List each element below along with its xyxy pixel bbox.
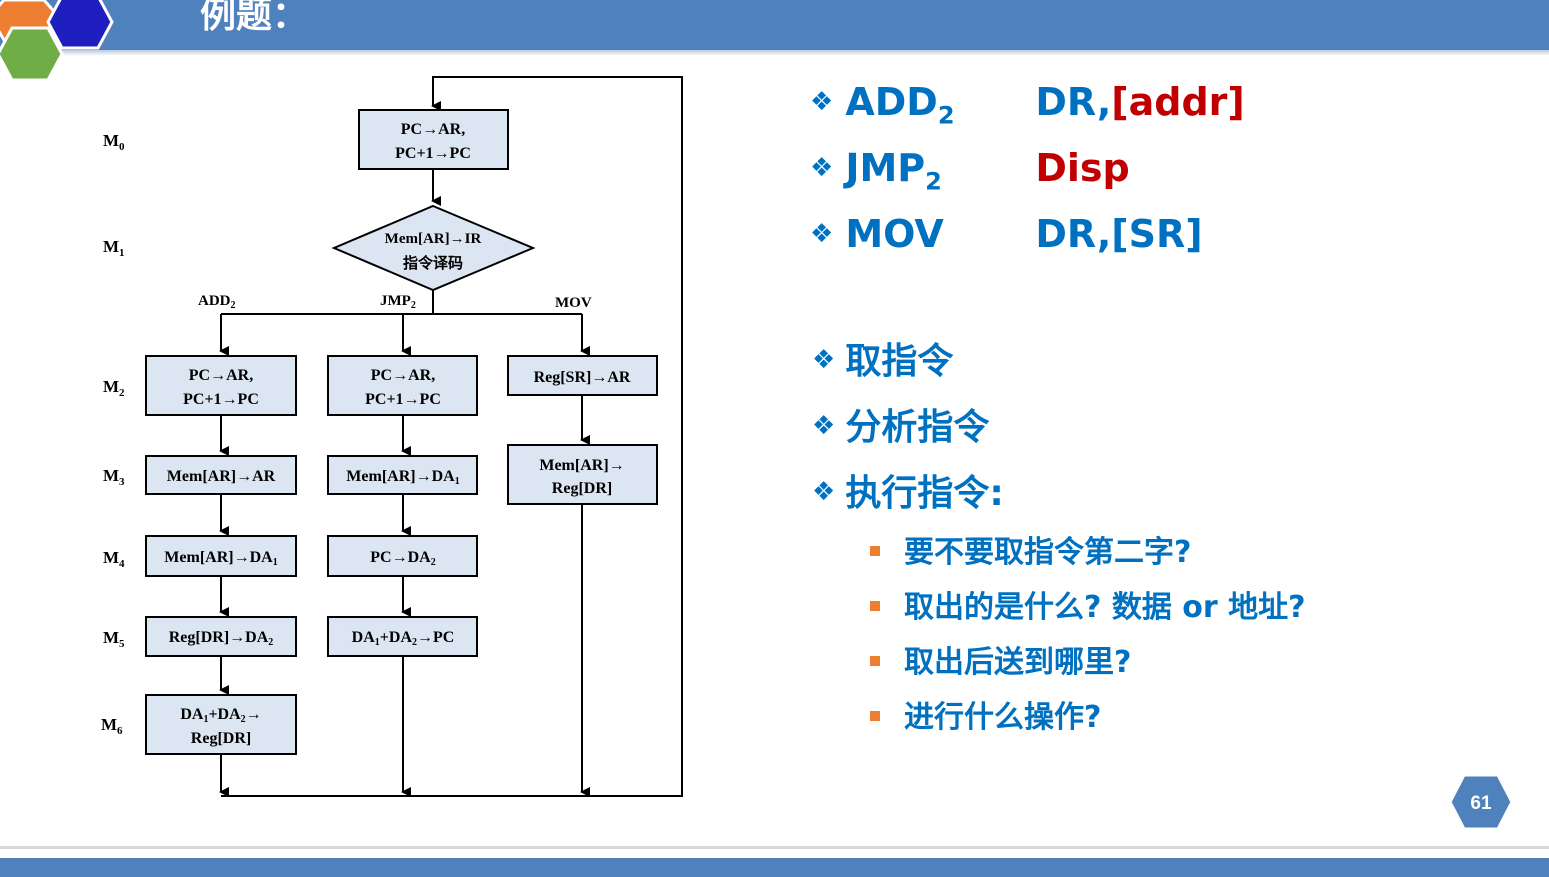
diamond-bullet-icon: ❖ xyxy=(812,411,836,441)
add-step-5 xyxy=(145,694,297,755)
state-label-m0: M0 xyxy=(103,131,125,153)
decode-line1: Mem[AR]→IR xyxy=(385,231,482,247)
jmp-step-3-text: PC→DA2 xyxy=(370,549,435,568)
add-step-1-line1: PC→AR, xyxy=(189,367,253,384)
diamond-bullet-icon: ❖ xyxy=(810,219,834,249)
add-operand1: DR, xyxy=(1035,80,1112,124)
question-3: 取出后送到哪里? xyxy=(870,637,1131,681)
footer-bar xyxy=(0,858,1549,877)
diamond-bullet-icon: ❖ xyxy=(810,153,834,183)
state-label-m5: M5 xyxy=(103,628,125,650)
mov-mnemonic: MOV xyxy=(845,212,944,256)
page-number: 61 xyxy=(1470,793,1492,814)
page-title: 例题： xyxy=(200,0,309,36)
decode-line2: 指令译码 xyxy=(403,254,463,272)
page-number-badge: 61 xyxy=(1448,773,1514,831)
jmp-operand: Disp xyxy=(1035,146,1130,190)
square-bullet-icon xyxy=(870,546,880,556)
branch-label-add: ADD2 xyxy=(198,293,236,311)
add-step-4-text: Reg[DR]→DA2 xyxy=(169,629,274,648)
add-step-3 xyxy=(145,535,297,577)
instruction-add: ❖ ADD2 DR,[addr] xyxy=(810,80,1245,130)
square-bullet-icon xyxy=(870,711,880,721)
branch-label-mov: MOV xyxy=(555,295,592,311)
add-step-1-line2: PC+1→PC xyxy=(183,391,259,408)
jmp-step-1-line1: PC→AR, xyxy=(371,367,435,384)
instruction-mov: ❖ MOV DR,[SR] xyxy=(810,212,1203,256)
header-shadow xyxy=(0,50,1549,56)
phase-fetch: ❖取指令 xyxy=(812,341,954,382)
microprogram-flowchart: M0 M1 M2 M3 M4 M5 M6 PC→AR, PC+1→PC Mem[… xyxy=(101,76,683,797)
instruction-jmp: ❖ JMP2 Disp xyxy=(810,146,1130,196)
question-2: 取出的是什么? 数据 or 地址? xyxy=(870,582,1306,626)
diamond-bullet-icon: ❖ xyxy=(812,345,836,375)
state-label-m2: M2 xyxy=(103,377,125,399)
hexagon-logo-icon xyxy=(0,0,114,82)
add-mnemonic: ADD xyxy=(845,80,938,124)
branch-label-jmp: JMP2 xyxy=(380,293,416,311)
state-label-m1: M1 xyxy=(103,237,125,259)
add-step-2-text: Mem[AR]→AR xyxy=(167,468,276,485)
mov-step-2 xyxy=(507,444,658,505)
mov-operand1: DR, xyxy=(1035,212,1112,256)
add-step-5-line1: DA1+DA2→ xyxy=(180,706,261,725)
phase-execute: ❖执行指令: xyxy=(812,473,1004,514)
mov-step-1-text: Reg[SR]→AR xyxy=(534,369,631,386)
jmp-step-4-text: DA1+DA2→PC xyxy=(352,629,455,648)
add-step-4 xyxy=(145,616,297,657)
add-step-2 xyxy=(145,455,297,495)
state-label-m3: M3 xyxy=(103,466,125,488)
diamond-bullet-icon: ❖ xyxy=(810,87,834,117)
question-1: 要不要取指令第二字? xyxy=(870,527,1191,571)
state-label-m6: M6 xyxy=(101,715,123,737)
diamond-bullet-icon: ❖ xyxy=(812,477,836,507)
question-4: 进行什么操作? xyxy=(870,692,1101,736)
square-bullet-icon xyxy=(870,601,880,611)
phase-decode: ❖分析指令 xyxy=(812,407,990,448)
decode-diamond xyxy=(331,204,536,292)
state-label-m4: M4 xyxy=(103,548,125,570)
fetch-box-line2: PC+1→PC xyxy=(395,145,471,162)
jmp-step-1-line2: PC+1→PC xyxy=(365,391,441,408)
square-bullet-icon xyxy=(870,656,880,666)
fetch-box-line1: PC→AR, xyxy=(401,121,465,138)
footer-divider xyxy=(0,846,1549,849)
jmp-mnemonic: JMP xyxy=(845,146,926,190)
add-subscript: 2 xyxy=(937,101,955,130)
header-bar xyxy=(0,0,1549,50)
add-operand2: [addr] xyxy=(1111,80,1245,124)
fetch-box xyxy=(358,109,509,170)
mov-step-1 xyxy=(507,355,658,396)
mov-step-2-line1: Mem[AR]→ xyxy=(539,457,624,474)
add-step-3-text: Mem[AR]→DA1 xyxy=(164,549,277,568)
mov-operand2: [SR] xyxy=(1111,212,1203,256)
jmp-step-2-text: Mem[AR]→DA1 xyxy=(346,468,459,487)
add-step-5-line2: Reg[DR] xyxy=(191,730,251,747)
jmp-step-1 xyxy=(327,355,478,416)
loop-back-line xyxy=(221,76,683,797)
jmp-subscript: 2 xyxy=(925,167,942,196)
add-step-1 xyxy=(145,355,297,416)
mov-step-2-line2: Reg[DR] xyxy=(552,480,612,497)
